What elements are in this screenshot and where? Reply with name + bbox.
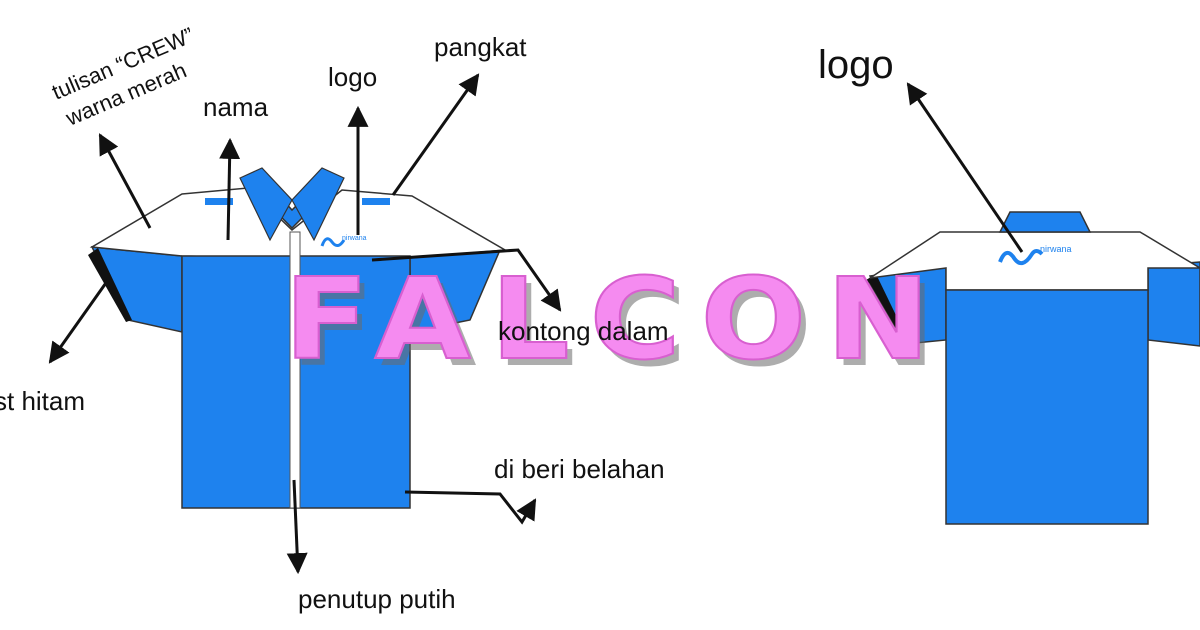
label-pocket: kontong dalam [498,316,669,346]
label-placket: penutup putih [298,584,456,614]
arrow-pocket [371,248,562,312]
arrow-name [219,137,241,241]
arrow-logo-back [906,82,1024,253]
arrow-piping [48,279,110,364]
back-shirt: nirwana [866,211,1200,525]
label-rank: pangkat [434,32,527,62]
label-logo-front: logo [328,62,377,92]
front-logo-text: nirwana [342,235,367,242]
annotation-arrows [48,73,1024,575]
back-body [945,289,1149,525]
falcon-watermark: FALCON FALCON [283,254,956,392]
rank-strip [362,198,390,205]
front-left-sleeve-piping [88,248,132,322]
watermark-text: FALCON [284,255,950,385]
back-logo-text: nirwana [1040,244,1072,254]
front-collar-right [291,167,345,242]
front-left-sleeve [90,246,183,333]
watermark-shadow: FALCON [290,262,956,392]
arrow-rank [391,73,480,196]
back-collar [998,211,1092,233]
arrow-slit [404,490,537,525]
front-logo: nirwana [320,235,367,247]
back-logo: nirwana [998,244,1072,266]
back-right-sleeve [1147,261,1200,347]
label-piping: st hitam [0,386,85,416]
label-logo-back: logo [818,43,894,87]
name-strip [205,198,233,205]
back-left-sleeve-piping [866,274,908,344]
label-slit: di beri belahan [494,454,665,484]
arrow-placket [286,479,308,575]
arrow-crew [98,133,152,229]
front-shirt: nirwana [88,167,508,509]
label-name: nama [203,92,269,122]
